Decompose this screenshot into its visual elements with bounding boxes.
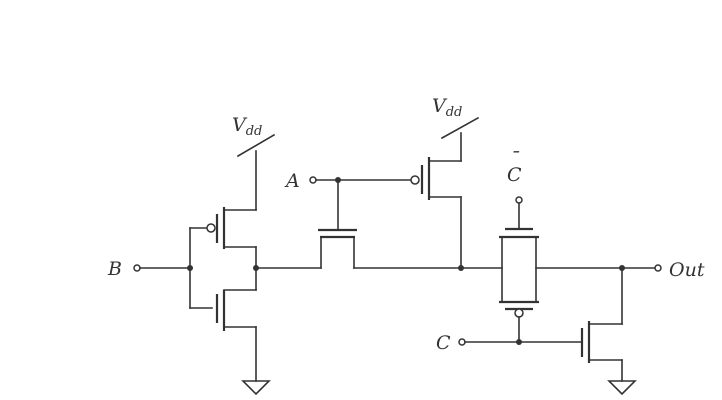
vdd-subscript: dd: [446, 105, 463, 120]
input-c-bar-label: C: [507, 164, 522, 186]
node-a: [335, 177, 341, 183]
vdd-letter: V: [432, 95, 448, 117]
inverter-output-wiring: [253, 246, 322, 291]
output-net: [535, 264, 662, 272]
input-c-wiring: [458, 338, 583, 346]
node-b: [187, 265, 193, 271]
ground-symbol-left: [241, 380, 271, 396]
ground-symbol-right: [607, 380, 637, 396]
input-b-terminal: [133, 264, 141, 272]
input-a-terminal: [309, 176, 317, 184]
gate-bubble: [514, 308, 524, 318]
input-b-wiring: [133, 227, 213, 309]
nmos-inverter-pulldown: [215, 289, 257, 382]
pass-transistor: [318, 228, 357, 269]
c-bar-overline: ¯: [510, 148, 520, 170]
node-inverter-out: [253, 265, 259, 271]
c-bar-terminal: [515, 196, 523, 204]
input-c-label: C: [436, 332, 451, 354]
node-out: [619, 265, 625, 271]
vdd-rail-right: [440, 116, 480, 140]
output-terminal: [654, 264, 662, 272]
vdd-letter: V: [232, 114, 248, 136]
input-c-terminal: [458, 338, 466, 346]
node-middle: [458, 265, 464, 271]
gate-bubble: [410, 175, 420, 185]
output-label: Out: [669, 259, 705, 281]
node-c: [516, 339, 522, 345]
gate-bubble: [206, 223, 216, 233]
vdd-subscript: dd: [246, 124, 263, 139]
nmos-output-pulldown: [580, 267, 623, 382]
input-a-label: A: [284, 170, 300, 192]
pmos-inverter-pullup: [206, 133, 276, 249]
vdd-rail-left: [236, 133, 276, 158]
input-a-wiring: [309, 176, 411, 231]
input-b-label: B: [107, 258, 122, 280]
vdd-label-right: Vdd: [432, 95, 462, 120]
transmission-gate: [499, 196, 539, 343]
pmos-a-pullup: [410, 116, 480, 269]
vdd-label-left: Vdd: [232, 114, 262, 139]
middle-net: [353, 265, 503, 271]
